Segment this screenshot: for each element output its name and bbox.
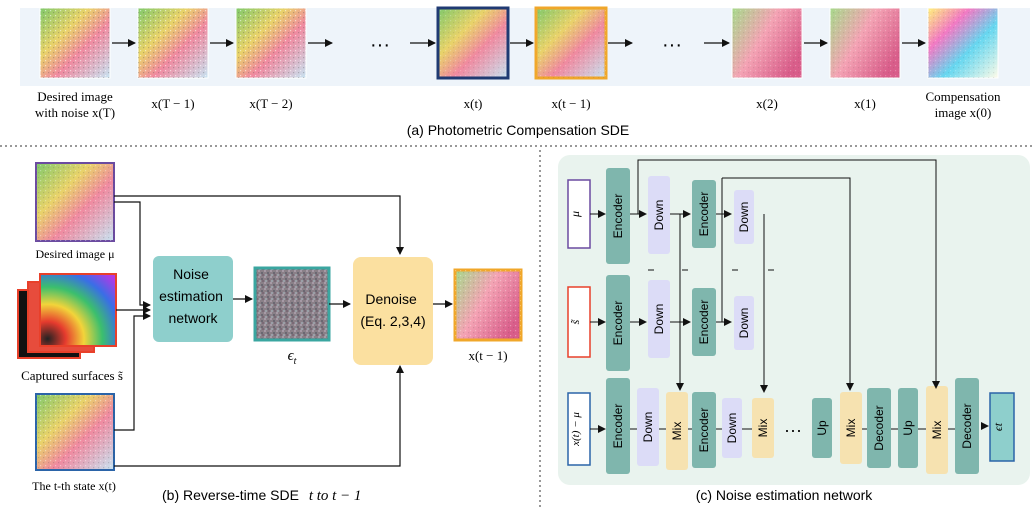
svg-text:s̃: s̃ [568,319,582,324]
noise-estimation-box [153,256,233,342]
output-epsilon: ϵt [989,392,1015,462]
svg-text:x(t) − μ: x(t) − μ [570,412,582,447]
svg-text:Up: Up [901,420,915,436]
svg-text:Down: Down [737,202,751,233]
mix-block-10: Mix [666,392,688,470]
network-ellipsis: ··· [784,420,802,440]
sde-frame-2 [235,7,307,79]
feed-mix3 [721,177,850,390]
svg-text:Decoder: Decoder [872,405,886,450]
svg-text:Down: Down [737,308,751,339]
svg-text:Mix: Mix [844,419,858,438]
svg-text:Encoder: Encoder [611,404,625,449]
encoder-block-0: Encoder [606,168,630,264]
output-image [453,268,523,342]
ellipsis-right: ··· [662,34,682,56]
sde-frame-label-7-0: Compensation [925,89,1001,104]
sde-frame-label-6-0: x(1) [854,96,876,111]
denoise-box [353,257,433,365]
epsilon-label: ϵt [288,348,297,367]
encoder-block-6: Encoder [692,288,716,356]
connector-mu [114,201,151,309]
up-block-17: Up [898,388,918,468]
mix-block-13: Mix [752,398,774,458]
sde-frame-5 [731,7,803,79]
input-s: s̃ [567,286,591,358]
encoder-block-4: Encoder [606,275,630,371]
sde-frame-label-3-0: x(t) [464,96,483,111]
sde-frame-4 [534,6,608,80]
down-block-7: Down [734,296,754,350]
svg-text:Down: Down [652,304,666,335]
svg-text:Down: Down [725,413,739,444]
sde-frame-6 [829,7,901,79]
svg-text:Decoder: Decoder [960,403,974,448]
decoder-block-19: Decoder [955,378,979,474]
sde-frame-3 [436,6,510,80]
svg-text:Encoder: Encoder [611,194,625,239]
mix-block-18: Mix [926,386,948,474]
caption-a: (a) Photometric Compensation SDE [407,122,630,138]
svg-text:Mix: Mix [670,422,684,441]
desired-image-label: Desired image μ [35,247,114,261]
svg-text:Encoder: Encoder [611,301,625,346]
caption-b: (b) Reverse-time SDE t to t − 1 [162,487,361,504]
feed-mix4 [637,159,940,389]
svg-text:Up: Up [815,420,829,436]
caption-c: (c) Noise estimation network [696,487,874,503]
sde-frame-label-1-0: x(T − 1) [151,96,194,111]
sde-frame-1 [137,7,209,79]
state-image-xt [35,393,115,471]
down-block-5: Down [648,280,670,358]
connector-xt [114,312,151,431]
captured-surfaces-label: Captured surfaces s̃ [21,368,123,383]
input-mu: μ [567,179,591,249]
ellipsis-left: ··· [370,34,390,56]
sde-frame-label-0-0: Desired image [37,89,113,104]
svg-text:Encoder: Encoder [697,408,711,453]
connector-mu-denoise [114,195,404,255]
desired-image-mu [35,162,115,242]
denoise-label: Denoise (Eq. 2,3,4) [360,291,425,329]
output-label: x(t − 1) [468,348,507,363]
encoder-block-8: Encoder [606,378,630,474]
reverse-time-panel: Desired image μ Captured surfaces s̃ The… [17,162,523,504]
svg-text:μ: μ [568,211,582,218]
sde-frame-0 [39,7,111,79]
epsilon-noise-image [253,266,331,342]
sde-frame-label-4-0: x(t − 1) [551,96,590,111]
connector-xt-denoise [114,365,404,467]
sde-frame-label-5-0: x(2) [756,96,778,111]
svg-text:ϵt: ϵt [991,422,1005,431]
down-block-9: Down [637,388,659,466]
up-block-14: Up [812,398,832,458]
state-image-label: The t-th state x(t) [32,479,116,493]
mix-block-15: Mix [840,392,862,464]
svg-text:Mix: Mix [930,421,944,440]
decoder-block-16: Decoder [867,388,891,468]
captured-surfaces-stack [17,273,117,359]
svg-text:Down: Down [641,412,655,443]
svg-text:Down: Down [652,200,666,231]
encoder-block-2: Encoder [692,180,716,248]
input-xt-minus-mu: x(t) − μ [567,392,591,466]
down-block-12: Down [722,398,742,458]
svg-text:Encoder: Encoder [697,192,711,237]
svg-text:Encoder: Encoder [697,300,711,345]
sde-frame-7 [927,7,999,79]
sde-frame-label-0-1: with noise x(T) [35,105,115,120]
svg-text:Mix: Mix [756,419,770,438]
noise-net-label: Noise estimation network [159,266,227,326]
down-block-1: Down [648,176,670,254]
down-block-3: Down [734,190,754,244]
encoder-block-11: Encoder [692,392,716,468]
sde-frame-label-7-1: image x(0) [935,105,992,120]
sde-frame-label-2-0: x(T − 2) [249,96,292,111]
